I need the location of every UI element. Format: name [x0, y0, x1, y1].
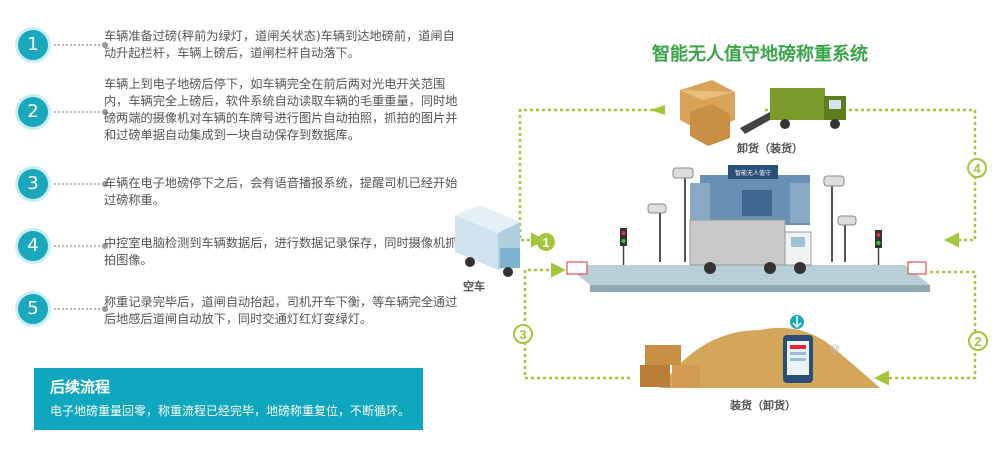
step-4: 4 中控室电脑检测到车辆数据后，进行数据记录保存，同时摄像机抓拍图像。 [18, 231, 458, 291]
step-3: 3 车辆在电子地磅停下之后，会有语音播报系统，提醒司机已经开始过磅称重。 [18, 169, 458, 229]
step-number: 5 [18, 294, 48, 324]
unload-label: 卸货（装货） [737, 141, 803, 155]
empty-truck-label: 空车 [463, 279, 485, 293]
step-number: 1 [18, 30, 48, 60]
dotted-connector [54, 109, 108, 115]
dotted-connector [54, 181, 108, 187]
loading-scene: @ 装货（卸货） [640, 315, 880, 412]
step-5: 5 称重记录完毕后，道闸自动抬起，司机开车下衡，等车辆完全通过后地感后道闸自动放… [18, 294, 458, 354]
flow-number-4: 4 [973, 161, 981, 176]
diagram-title: 智能无人值守地磅称重系统 [652, 43, 868, 64]
weighbridge-system-diagram: 智能无人值守地磅称重系统 1 2 3 4 卸货（装货） [455, 43, 988, 412]
svg-text:@: @ [830, 344, 840, 355]
step-2: 2 车辆上到电子地磅后停下，如车辆完全在前后两对光电开关范围内，车辆完全上磅后，… [18, 77, 458, 157]
step-1: 1 车辆准备过磅(秤前为绿灯，道闸关状态)车辆到达地磅前，道闸自动升起栏杆，车辆… [18, 29, 458, 90]
follow-up-process-box: 后续流程 电子地磅重量回零，称重流程已经完毕，地磅称重复位，不断循环。 [34, 368, 423, 430]
step-text: 车辆准备过磅(秤前为绿灯，道闸关状态)车辆到达地磅前，道闸自动升起栏杆，车辆上磅… [104, 29, 455, 60]
dotted-connector [54, 243, 108, 249]
step-number: 4 [18, 231, 48, 261]
step-text: 车辆上到电子地磅后停下，如车辆完全在前后两对光电开关范围内，车辆完全上磅后，软件… [104, 77, 458, 142]
flow-number-3: 3 [519, 327, 526, 342]
summary-text: 电子地磅重量回零，称重流程已经完毕，地磅称重复位，不断循环。 [50, 404, 411, 418]
flow-number-2: 2 [974, 334, 981, 349]
step-number: 3 [18, 169, 48, 199]
weighbridge-station: 智能无人值守 [565, 165, 930, 292]
step-text: 称重记录完毕后，道闸自动抬起，司机开车下衡，等车辆完全通过后地感后道闸自动放下，… [104, 295, 458, 326]
empty-truck: 空车 [455, 205, 520, 293]
step-text: 中控室电脑检测到车辆数据后，进行数据记录保存，同时摄像机抓拍图像。 [104, 236, 458, 267]
flow-loop-arrows [518, 108, 977, 386]
unloading-scene: 卸货（装货） [680, 80, 846, 155]
dotted-connector [54, 306, 108, 312]
flow-number-1: 1 [542, 235, 549, 250]
step-text: 车辆在电子地磅停下之后，会有语音播报系统，提醒司机已经开始过磅称重。 [104, 176, 458, 207]
station-sign: 智能无人值守 [735, 169, 771, 177]
step-number: 2 [18, 97, 48, 127]
dotted-connector [54, 42, 108, 48]
flow-step-markers: 1 2 3 4 [513, 158, 988, 351]
load-label: 装货（卸货） [729, 398, 796, 412]
summary-title: 后续流程 [50, 378, 111, 396]
